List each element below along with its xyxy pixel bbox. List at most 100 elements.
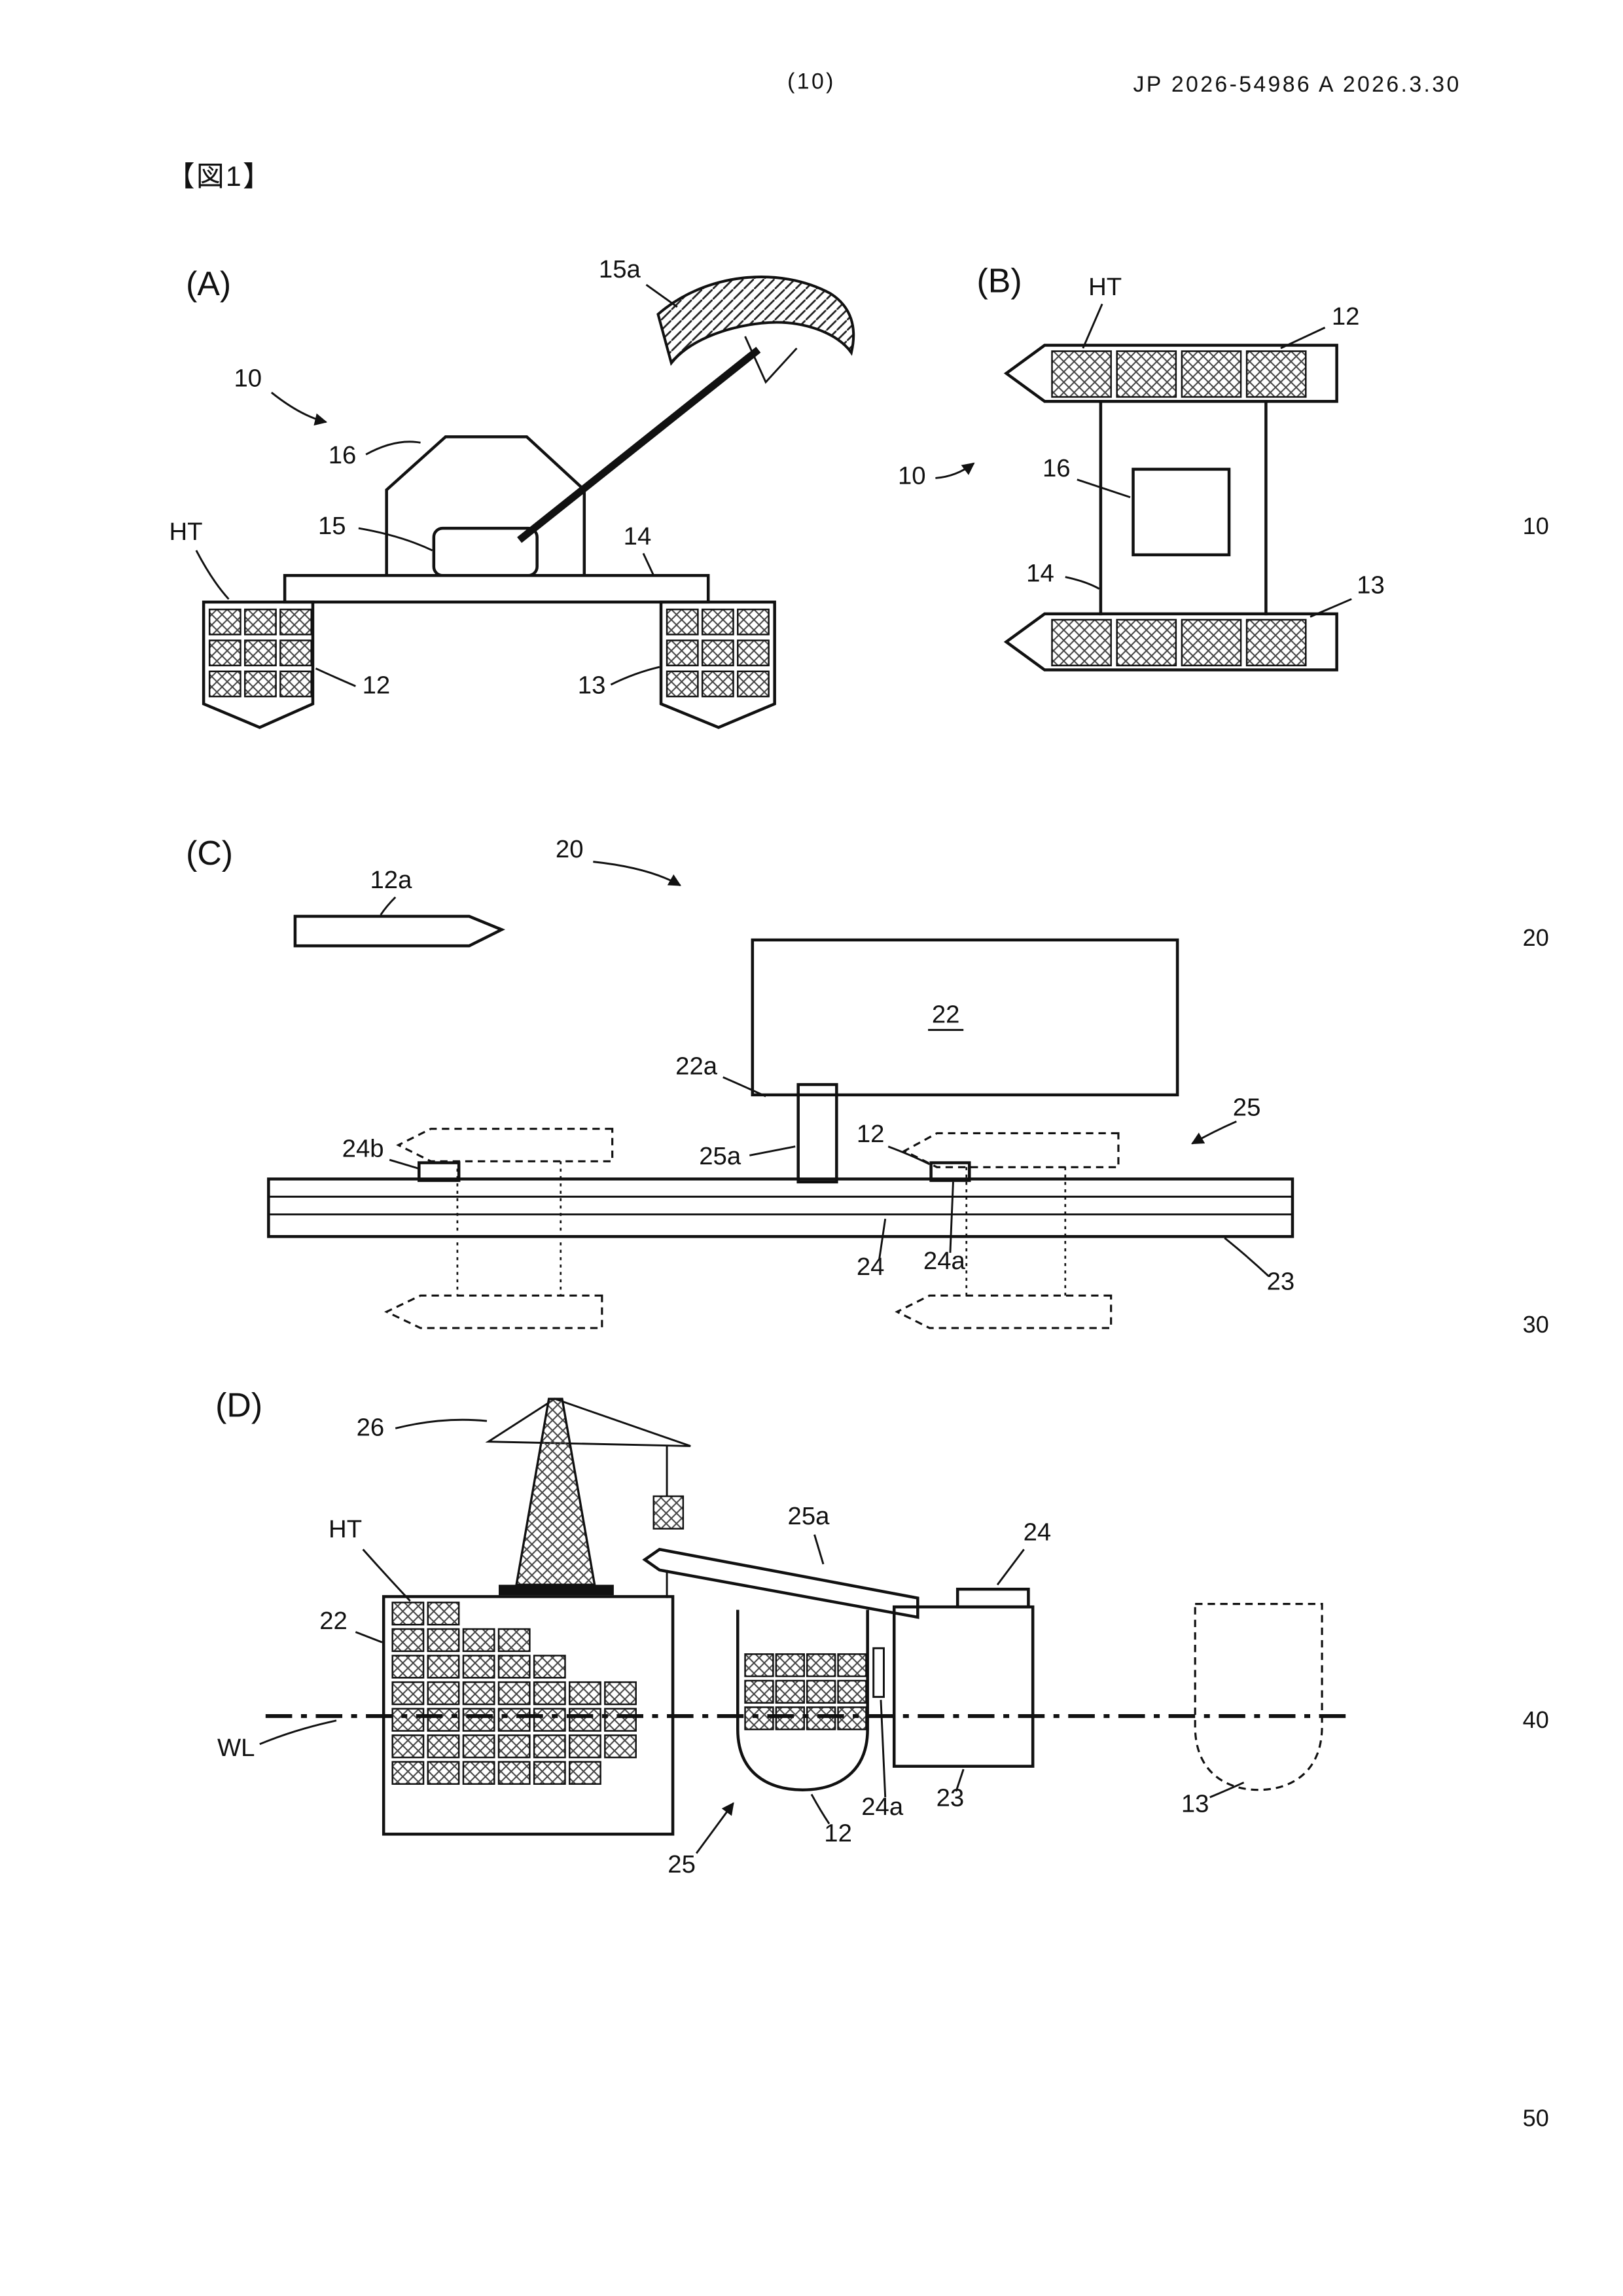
- leader-15: [358, 527, 433, 552]
- leader-25a: [749, 1145, 796, 1157]
- margin-number-50: 50: [1523, 2105, 1549, 2132]
- margin-number-20: 20: [1523, 924, 1549, 951]
- leader-13: [1310, 598, 1352, 618]
- hull-13-hatch-grid: [666, 608, 770, 698]
- hull-12-hatch-grid: [208, 608, 312, 698]
- ref-22: 22: [319, 1607, 348, 1635]
- leader-12: [1280, 327, 1326, 350]
- hull-12: [202, 600, 315, 729]
- ref-24a: 24a: [861, 1793, 904, 1821]
- hoisted-container: [652, 1495, 685, 1530]
- ref-15: 15: [318, 512, 346, 540]
- ref-15a: 15a: [599, 255, 641, 283]
- block-24b: [418, 1161, 461, 1182]
- ref-16: 16: [1043, 454, 1071, 482]
- leader-16: [1077, 478, 1131, 499]
- fig-C-letter: (C): [186, 834, 233, 872]
- leader-24: [996, 1549, 1025, 1586]
- fig-A: (A) 15a 10 16 15 HT 14 12 13: [169, 255, 855, 729]
- leader-24: [878, 1219, 887, 1259]
- figure-caption: 【図1】: [167, 161, 272, 192]
- ref-14: 14: [624, 522, 652, 550]
- leader-23: [955, 1768, 965, 1792]
- leader-14: [1065, 576, 1100, 590]
- leader-WL: [259, 1719, 337, 1746]
- leader-16: [365, 440, 421, 456]
- ref-12: 12: [1332, 302, 1360, 331]
- arrow-10: [270, 391, 328, 426]
- page-number: (10): [787, 69, 836, 94]
- crane-boom: [517, 346, 761, 543]
- hidden-ship-upper-right: [902, 1132, 1120, 1168]
- ref-10: 10: [234, 365, 262, 393]
- leader-15a: [645, 283, 678, 308]
- leader-24b: [389, 1158, 419, 1170]
- ref-23: 23: [1267, 1267, 1295, 1295]
- leader-23: [1224, 1237, 1270, 1278]
- hull-12-top: [1003, 344, 1338, 403]
- ref-13: 13: [578, 672, 606, 700]
- superstructure-16-top: [1132, 467, 1231, 556]
- arrow-25: [695, 1802, 734, 1854]
- hidden-hull-lines-left: [456, 1161, 562, 1296]
- leader-26: [395, 1418, 488, 1429]
- leader-22: [355, 1631, 383, 1643]
- margin-number-10: 10: [1523, 512, 1549, 539]
- superstructure-16: [385, 435, 586, 576]
- leader-12: [887, 1145, 931, 1166]
- fig-D: (D) 26 HT 22 25a 24: [215, 1386, 1346, 1878]
- ref-25: 25: [668, 1850, 696, 1878]
- quay-layers: [268, 1195, 1293, 1215]
- hidden-hull-13: [1194, 1603, 1323, 1791]
- ref-24a: 24a: [923, 1247, 966, 1275]
- hull-12-containers: [1051, 350, 1307, 398]
- margin-number-30: 30: [1523, 1311, 1549, 1338]
- crane-jib: [485, 1397, 691, 1447]
- quay-block-23: [892, 1605, 1035, 1768]
- arrow-10: [935, 462, 975, 479]
- ref-22: 22: [932, 1000, 960, 1028]
- leader-13: [610, 666, 660, 686]
- ref-20: 20: [556, 835, 584, 863]
- blade-strut: [744, 336, 798, 384]
- ref-HT: HT: [169, 518, 203, 546]
- ref-25: 25: [1233, 1093, 1261, 1121]
- block-24a: [929, 1161, 971, 1182]
- ref-24: 24: [1024, 1518, 1052, 1547]
- leader-12: [315, 667, 356, 687]
- crane-bucket-blade: [656, 276, 855, 367]
- ref-HT: HT: [1088, 273, 1122, 301]
- crane-tower: [515, 1397, 596, 1587]
- yard-container-pile: [391, 1602, 637, 1785]
- ref-12a: 12a: [370, 866, 412, 894]
- vessel-12-containers: [744, 1653, 867, 1731]
- margin-number-40: 40: [1523, 1706, 1549, 1733]
- vessel-12-hull: [736, 1609, 869, 1791]
- ref-10: 10: [898, 461, 926, 490]
- fig-C: (C) 22 12a 20 22a 25a 12 25: [186, 834, 1295, 1329]
- ref-12: 12: [363, 672, 391, 700]
- ref-25a: 25a: [699, 1142, 741, 1170]
- vessel-12a: [293, 914, 505, 948]
- leader-12: [810, 1793, 830, 1825]
- leader-24a: [949, 1181, 954, 1253]
- fig-D-letter: (D): [215, 1386, 262, 1424]
- pedestal-25a: [796, 1083, 838, 1184]
- hidden-ship-upper-left: [396, 1128, 614, 1162]
- ref-23: 23: [936, 1784, 965, 1812]
- ref-16: 16: [329, 441, 357, 469]
- leader-14: [642, 552, 655, 576]
- ref-WL: WL: [217, 1734, 255, 1762]
- fender-24a: [872, 1647, 885, 1698]
- leader-HT: [362, 1549, 411, 1602]
- ref-13: 13: [1181, 1790, 1209, 1818]
- warehouse-22: [751, 938, 1179, 1097]
- hull-13: [659, 600, 776, 729]
- quay-23: [267, 1177, 1294, 1238]
- deck-14: [283, 574, 710, 604]
- crane-base: [499, 1585, 614, 1596]
- fig-B: (B) HT 12 10 16 14 13: [898, 261, 1385, 672]
- ref-12: 12: [857, 1120, 885, 1148]
- margin-line-numbers: 10 20 30 40 50: [1523, 512, 1549, 2132]
